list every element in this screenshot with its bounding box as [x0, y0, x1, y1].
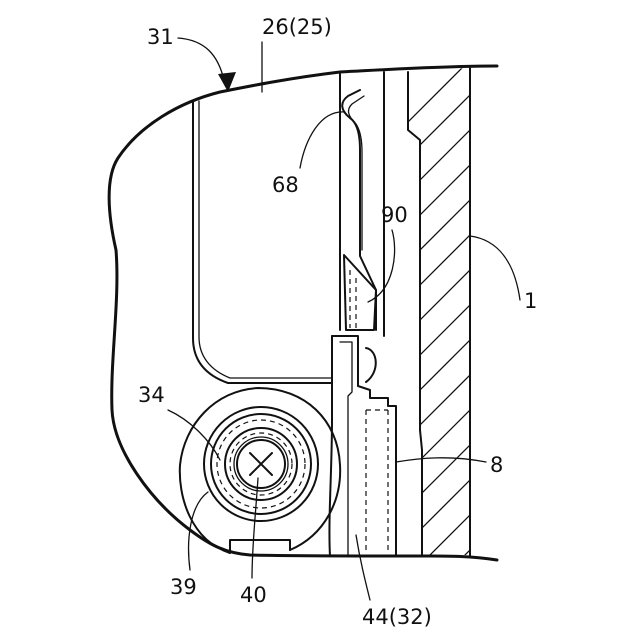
- clip-tab-90: [344, 255, 376, 330]
- inner-cover-line: [193, 102, 332, 383]
- label-26: 26(25): [262, 15, 332, 39]
- leader-68: [300, 112, 345, 168]
- label-31: 31: [147, 25, 174, 49]
- leader-8: [396, 458, 486, 462]
- housing-outline: [109, 66, 497, 560]
- leader-44: [356, 535, 370, 600]
- label-1: 1: [524, 289, 537, 313]
- leader-31: [178, 38, 224, 80]
- label-68: 68: [272, 173, 299, 197]
- leader-1: [470, 236, 520, 300]
- latch-44-inner: [340, 342, 352, 556]
- wall-1: [400, 50, 480, 620]
- bump: [366, 348, 376, 382]
- label-8: 8: [490, 453, 503, 477]
- latch-44-front: [329, 336, 332, 556]
- leader-90: [368, 230, 395, 302]
- label-90: 90: [381, 203, 408, 227]
- label-44: 44(32): [362, 605, 432, 629]
- leader-40: [252, 478, 258, 578]
- latch-44: [332, 336, 396, 556]
- roller-assembly: [180, 388, 340, 553]
- spring-clip-68: [342, 90, 376, 330]
- label-39: 39: [170, 575, 197, 599]
- label-34: 34: [138, 383, 165, 407]
- inner-cover-line-2: [199, 101, 332, 378]
- label-40: 40: [240, 583, 267, 607]
